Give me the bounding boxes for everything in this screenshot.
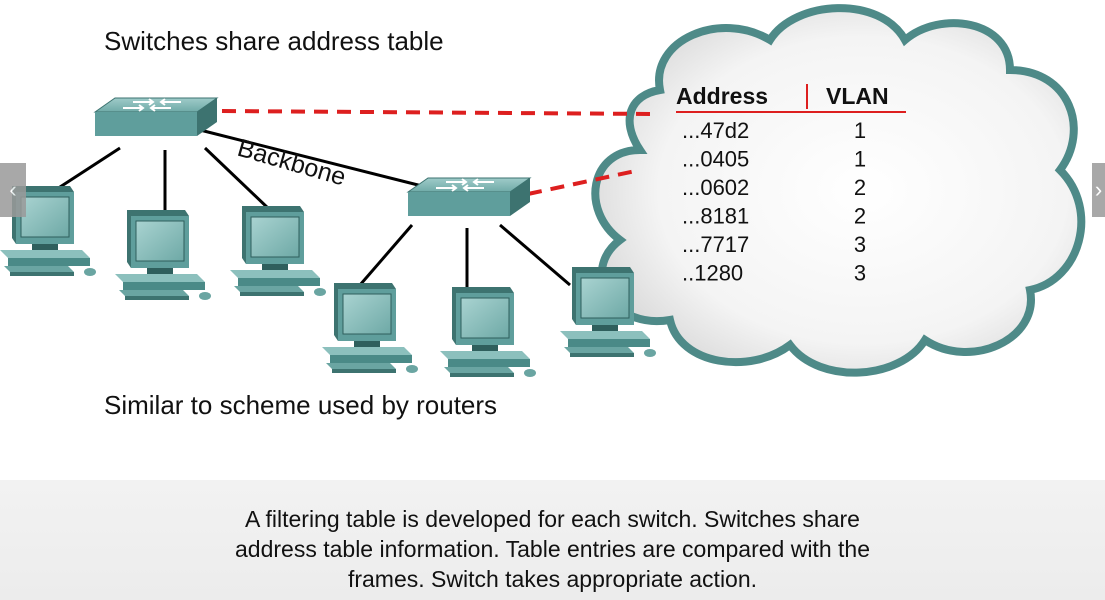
network-links [39, 128, 571, 290]
caption-line: address table information. Table entries… [235, 536, 870, 562]
table-address-cell: ...7717 [682, 232, 749, 257]
address-column-header: Address [676, 83, 768, 109]
table-vlan-cell: 2 [854, 204, 866, 229]
backbone-label: Backbone [234, 134, 349, 192]
diagram-subtitle: Similar to scheme used by routers [104, 390, 498, 420]
table-sharing-links [221, 109, 656, 196]
network-diagram: Backbone Address VLAN ...47d2 1 ...0405 1..… [0, 4, 1086, 378]
diagram-title: Switches share address table [104, 26, 444, 56]
table-vlan-cell: 1 [854, 118, 866, 143]
switch-icon [407, 177, 531, 217]
address-table-cloud [591, 4, 1086, 377]
table-address-cell: ..1280 [682, 261, 743, 286]
computer-icon [321, 282, 419, 374]
table-address-cell: ...0405 [682, 147, 749, 172]
chevron-right-icon: › [1094, 177, 1103, 202]
computer-icon [229, 205, 327, 297]
table-address-cell: ...0602 [682, 175, 749, 200]
caption-line: A filtering table is developed for each … [245, 506, 860, 532]
address-table: Address VLAN ...47d2 1 ...0405 1 ...0602 2...… [676, 83, 906, 286]
caption-line: frames. Switch takes appropriate action. [347, 566, 758, 592]
table-address-cell: ...47d2 [682, 118, 749, 143]
table-vlan-cell: 3 [854, 232, 866, 257]
vlan-column-header: VLAN [826, 83, 889, 109]
table-vlan-cell: 2 [854, 175, 866, 200]
switch-icon [94, 97, 218, 137]
chevron-left-icon: ‹ [9, 177, 17, 202]
table-vlan-cell: 3 [854, 261, 866, 286]
next-slide-button[interactable]: › [1092, 163, 1105, 217]
table-vlan-cell: 1 [854, 147, 866, 172]
table-address-cell: ...8181 [682, 204, 749, 229]
computer-icon [439, 286, 537, 378]
caption-panel: A filtering table is developed for each … [0, 480, 1105, 600]
computer-icon [114, 209, 212, 301]
previous-slide-button[interactable]: ‹ [0, 163, 26, 217]
